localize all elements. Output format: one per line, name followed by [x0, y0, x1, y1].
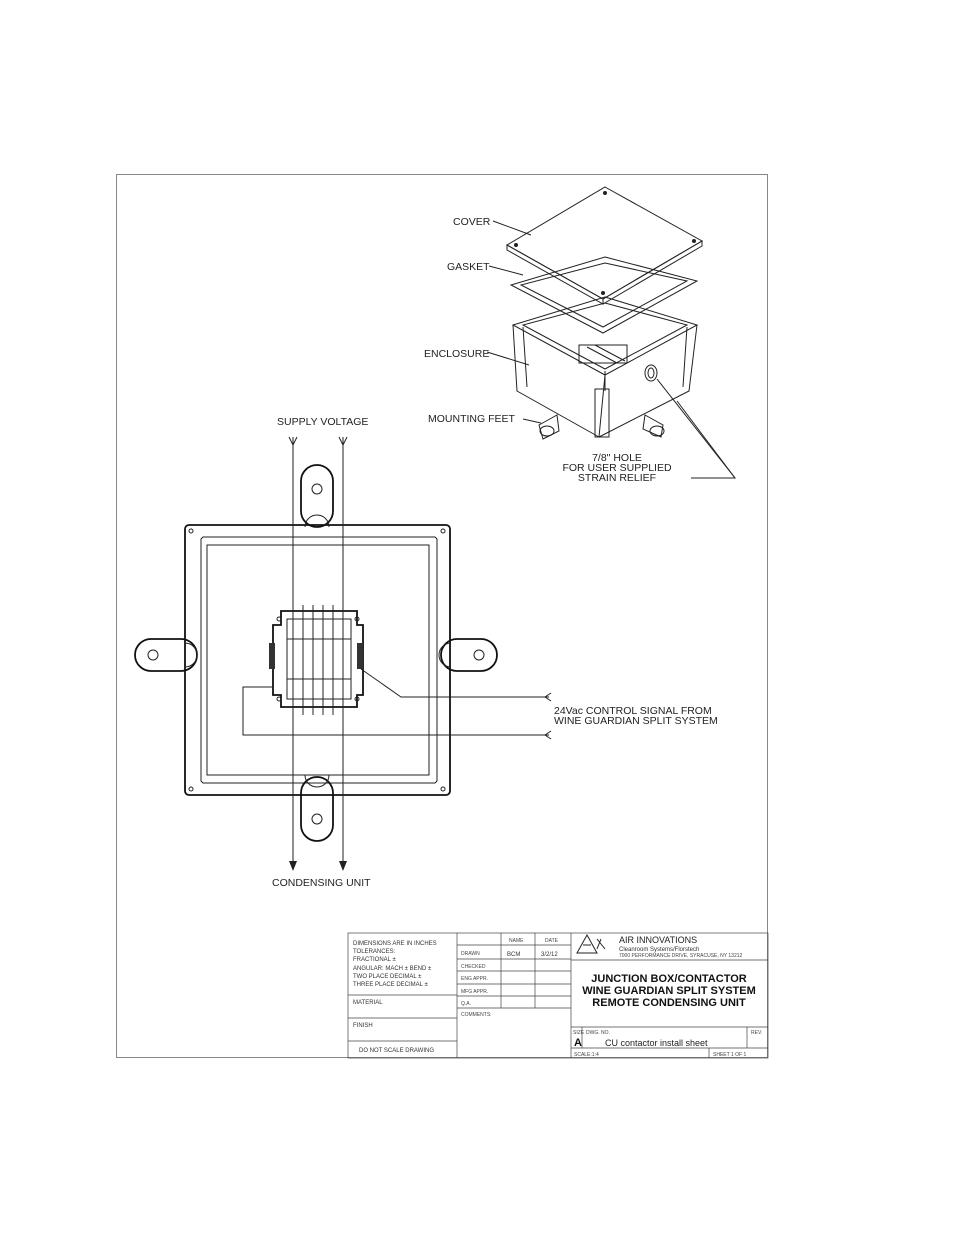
dwg-no-label: DWG. NO.	[586, 1030, 610, 1036]
title-block: DIMENSIONS ARE IN INCHES TOLERANCES: FRA…	[347, 932, 769, 1059]
finish-label: FINISH	[353, 1023, 373, 1029]
tol-line-3: FRACTIONAL ±	[353, 957, 396, 963]
drawn-name: BCM	[507, 952, 520, 958]
condensing-unit-label: CONDENSING UNIT	[272, 877, 371, 889]
tol-line-1: DIMENSIONS ARE IN INCHES	[353, 941, 437, 947]
gasket-label: GASKET	[447, 261, 490, 273]
tol-line-5: TWO PLACE DECIMAL ±	[353, 974, 422, 980]
drawing-title-1: JUNCTION BOX/CONTACTOR	[591, 973, 746, 985]
row-checked: CHECKED	[461, 964, 486, 970]
control-signal-label-1: 24Vac CONTROL SIGNAL FROM	[554, 705, 712, 717]
do-not-scale-label: DO NOT SCALE DRAWING	[359, 1048, 434, 1054]
size-value: A	[574, 1037, 582, 1049]
hole-label-3: STRAIN RELIEF	[578, 472, 656, 484]
row-qa: Q.A.	[461, 1001, 471, 1007]
drawn-date: 3/2/12	[541, 952, 558, 958]
contactor	[269, 605, 364, 715]
row-eng-appr: ENG APPR.	[461, 976, 488, 982]
size-label: SIZE	[573, 1030, 585, 1036]
enclosure-part	[511, 296, 699, 440]
company-address: 7000 PERFORMANCE DRIVE, SYRACUSE, NY 132…	[619, 953, 743, 959]
material-label: MATERIAL	[353, 1000, 383, 1006]
rev-label: REV.	[751, 1030, 762, 1036]
hole-label-2: FOR USER SUPPLIED	[562, 462, 672, 474]
exploded-view: COVER GASKET ENCLOSURE MOUNTING FEET 7/8…	[424, 186, 737, 484]
drawing-canvas: COVER GASKET ENCLOSURE MOUNTING FEET 7/8…	[134, 186, 769, 1059]
cover-part	[505, 186, 704, 305]
company-sub: Cleanroom Systems/Florstech	[619, 947, 699, 953]
hole-label-1: 7/8" HOLE	[592, 452, 642, 464]
drawing-title-3: REMOTE CONDENSING UNIT	[592, 997, 746, 1009]
sheet-label: SHEET 1 OF 1	[713, 1052, 746, 1058]
drawing-title-2: WINE GUARDIAN SPLIT SYSTEM	[582, 985, 756, 997]
company-name: AIR INNOVATIONS	[619, 935, 697, 945]
col-date-header: DATE	[545, 938, 559, 944]
gasket-part	[509, 256, 699, 334]
supply-voltage-label: SUPPLY VOLTAGE	[277, 416, 368, 428]
mounting-feet-label: MOUNTING FEET	[428, 413, 515, 425]
row-mfg-appr: MFG APPR.	[461, 989, 488, 995]
scale-label: SCALE:1:4	[574, 1052, 599, 1058]
tol-line-2: TOLERANCES:	[353, 949, 396, 955]
control-signal-label-2: WINE GUARDIAN SPLIT SYSTEM	[554, 715, 718, 727]
drawing-sheet: COVER GASKET ENCLOSURE MOUNTING FEET 7/8…	[116, 174, 769, 1059]
tol-line-6: THREE PLACE DECIMAL ±	[353, 982, 428, 988]
company-logo	[576, 933, 606, 954]
tol-line-4: ANGULAR: MACH ± BEND ±	[353, 966, 432, 972]
top-view: SUPPLY VOLTAGE CONDENSING UNIT 24Vac CON…	[134, 416, 718, 889]
row-drawn: DRAWN	[461, 951, 480, 957]
col-name-header: NAME	[509, 938, 524, 944]
cover-label: COVER	[453, 216, 491, 228]
row-comments: COMMENTS:	[461, 1012, 492, 1018]
enclosure-label: ENCLOSURE	[424, 348, 489, 360]
dwg-no-value: CU contactor install sheet	[605, 1038, 708, 1048]
